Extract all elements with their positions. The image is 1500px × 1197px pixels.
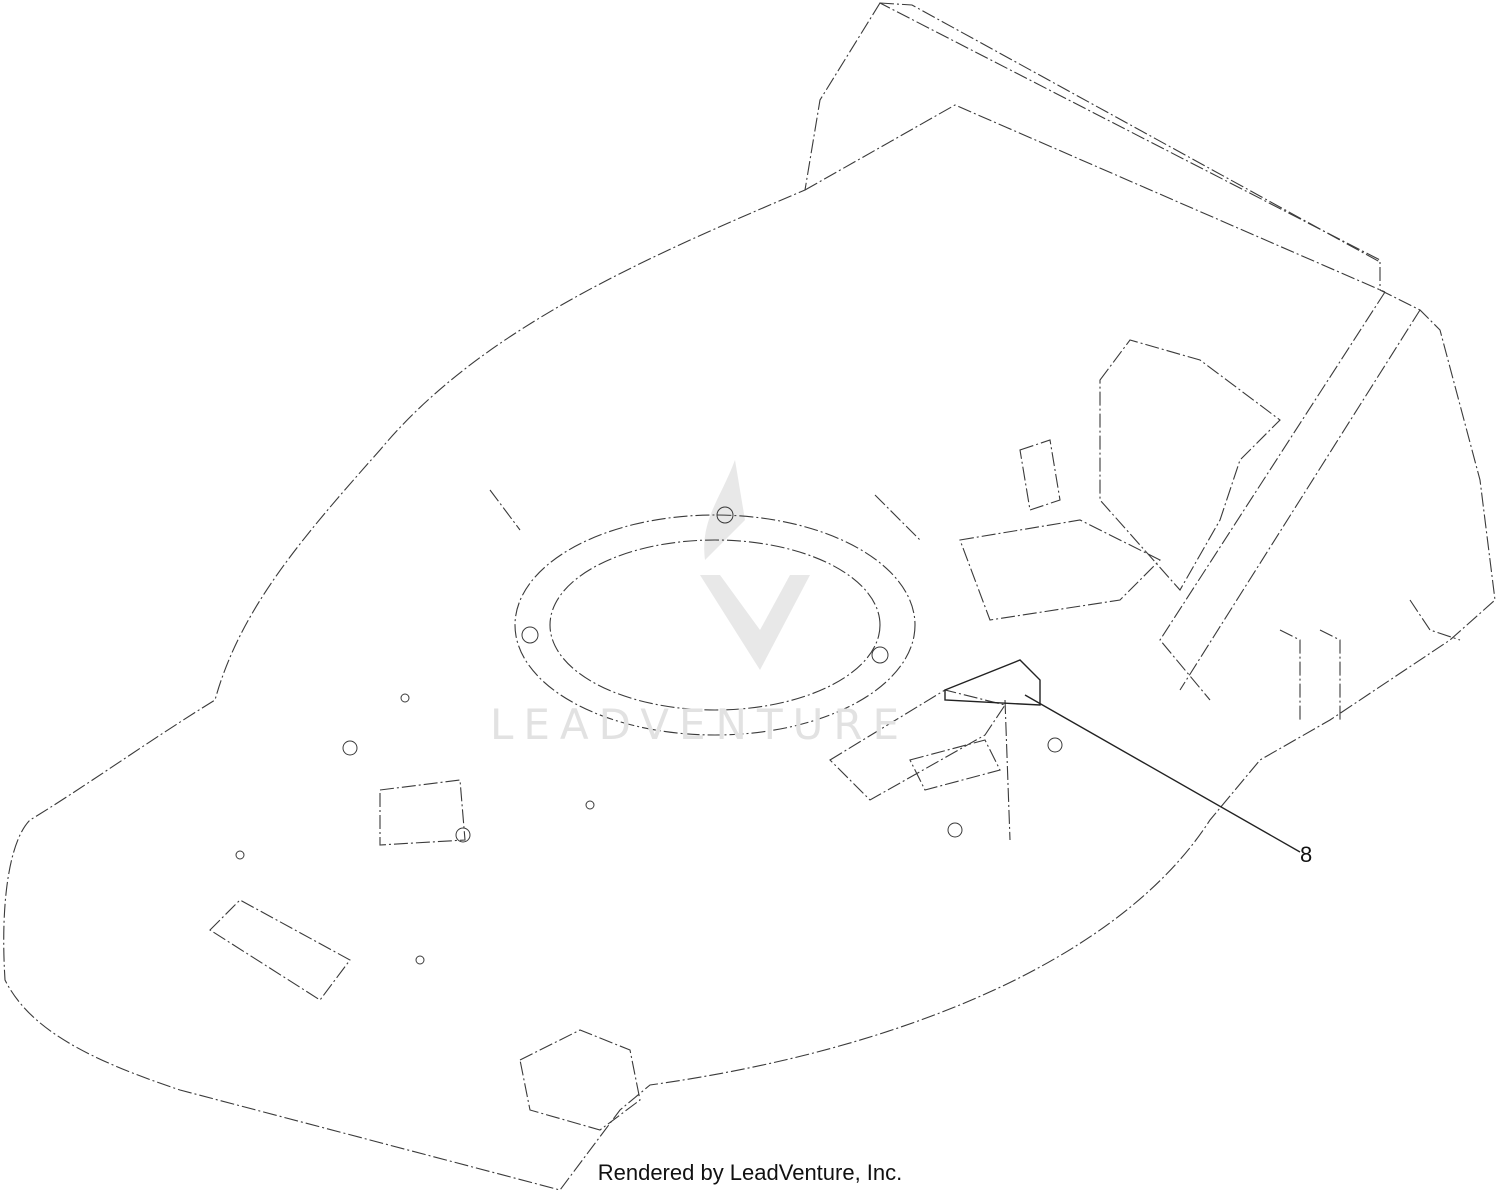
rear-bracket — [1099, 339, 1281, 591]
side-mount — [959, 519, 1161, 621]
front-wheel-bracket — [519, 1029, 641, 1131]
front-opening — [379, 779, 466, 846]
footer-credit: Rendered by LeadVenture, Inc. — [597, 1160, 903, 1185]
motor-mount-ring — [514, 506, 916, 736]
mounting-holes — [235, 693, 1063, 965]
decal-part-8 — [944, 659, 1041, 706]
brand-plate — [209, 899, 351, 1001]
callout-label-8[interactable]: 8 — [1300, 842, 1313, 867]
rear-panel — [1159, 291, 1421, 701]
rear-hinge — [1279, 599, 1461, 720]
discharge-chute — [804, 2, 1386, 293]
decal-area — [829, 689, 1011, 841]
watermark-text: LEADVENTURE — [490, 700, 910, 749]
deck-outline — [3, 2, 1496, 1191]
watermark-logo — [700, 460, 810, 670]
callout-leader-8 — [1024, 694, 1301, 853]
